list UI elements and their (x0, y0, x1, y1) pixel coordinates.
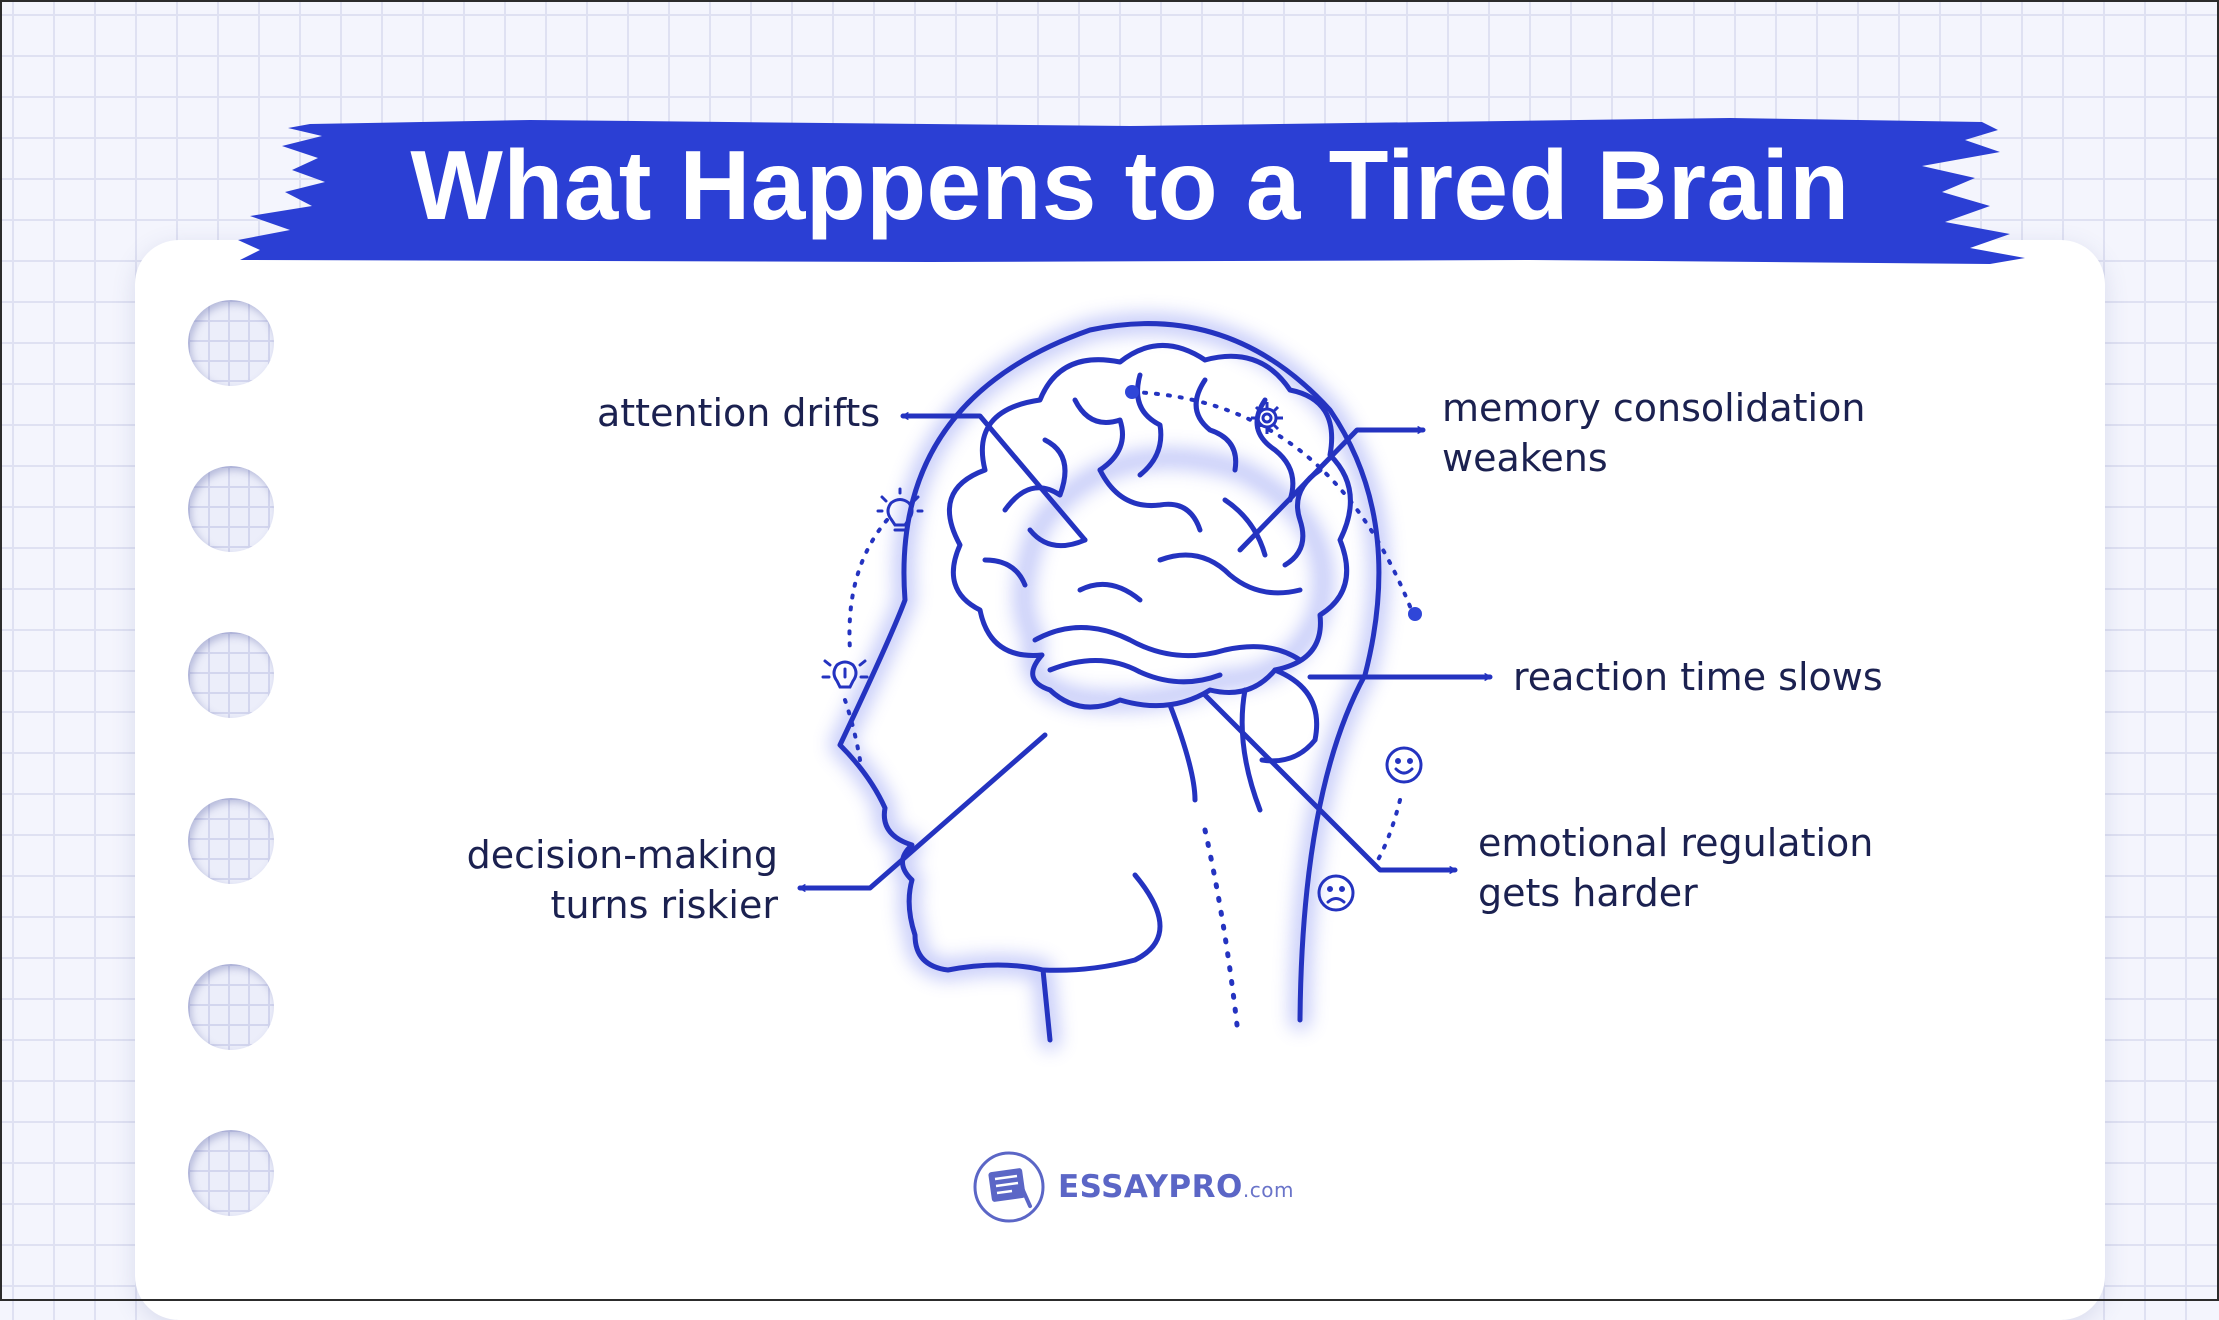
lightbulb-alert-icon (821, 659, 869, 689)
gear-icon (1251, 402, 1283, 434)
binder-hole (188, 1130, 274, 1216)
label-memory: memory consolidation weakens (1442, 386, 1866, 480)
label-attention: attention drifts (597, 391, 881, 435)
document-pen-icon (973, 1151, 1045, 1223)
head-outline (837, 321, 1382, 1043)
arrow-attention (900, 411, 1088, 543)
smile-icon (1385, 746, 1423, 784)
arc-dot (1408, 607, 1422, 621)
arc-dot (1125, 385, 1139, 399)
arrow-emotional (1202, 692, 1458, 875)
title-banner: What Happens to a Tired Brain (230, 112, 2030, 272)
arrows (797, 411, 1493, 893)
brain (946, 343, 1353, 710)
jaw-line (1040, 872, 1163, 973)
essaypro-logo: ESSAYPRO.com (972, 1150, 1302, 1224)
sad-icon (1317, 874, 1355, 912)
brush-stroke (238, 118, 2025, 264)
label-decision: decision-making turns riskier (466, 833, 778, 927)
brainstem (1167, 667, 1320, 813)
label-reaction: reaction time slows (1513, 655, 1883, 699)
binder-hole (188, 798, 274, 884)
binder-hole (188, 632, 274, 718)
binder-holes (188, 300, 278, 1240)
lightbulb-icon (876, 487, 924, 532)
binder-hole (188, 300, 274, 386)
logo-wordmark: ESSAYPRO.com (1058, 1169, 1294, 1205)
binder-hole (188, 964, 274, 1050)
arrow-decision (797, 732, 1048, 893)
page-title: What Happens to a Tired Brain (410, 129, 1850, 240)
label-emotional: emotional regulation gets harder (1478, 821, 1874, 915)
arrow-memory (1237, 425, 1426, 553)
dotted-arcs (843, 390, 1415, 867)
binder-hole (188, 466, 274, 552)
spine-dots (1202, 827, 1240, 1028)
